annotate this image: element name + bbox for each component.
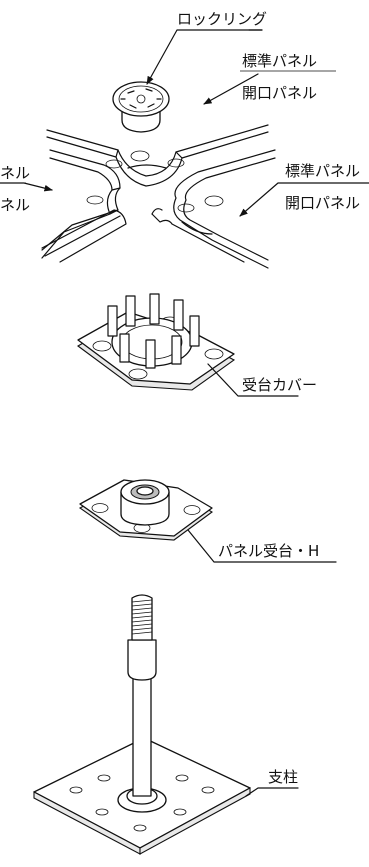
- label-receiver-cover: 受台カバー: [242, 376, 317, 394]
- labels: ロックリング 標準パネル 開口パネル ネル ネル 標準パネル 開口パネル 受台カ…: [0, 10, 360, 786]
- label-standard-panel-right: 標準パネル: [285, 162, 360, 180]
- label-support-post: 支柱: [268, 768, 298, 786]
- support-post-part: [33, 594, 251, 855]
- label-lock-ring: ロックリング: [177, 10, 267, 28]
- receiver-cover-part: [77, 293, 236, 391]
- panel-top: [46, 124, 269, 187]
- label-standard-panel-left: ネル: [0, 164, 30, 182]
- panel-right: [173, 149, 276, 269]
- panel-left: [41, 149, 121, 259]
- label-open-panel-left: ネル: [0, 196, 30, 214]
- leader-lines: [0, 29, 369, 797]
- panel-receiver-part: [78, 479, 213, 541]
- label-standard-panel-top: 標準パネル: [242, 52, 317, 70]
- label-panel-receiver-h: パネル受台・H: [218, 542, 319, 560]
- label-open-panel-right: 開口パネル: [285, 194, 360, 212]
- panel-bottom: [41, 208, 245, 263]
- lock-ring-part: [112, 81, 170, 133]
- label-open-panel-top: 開口パネル: [242, 84, 317, 102]
